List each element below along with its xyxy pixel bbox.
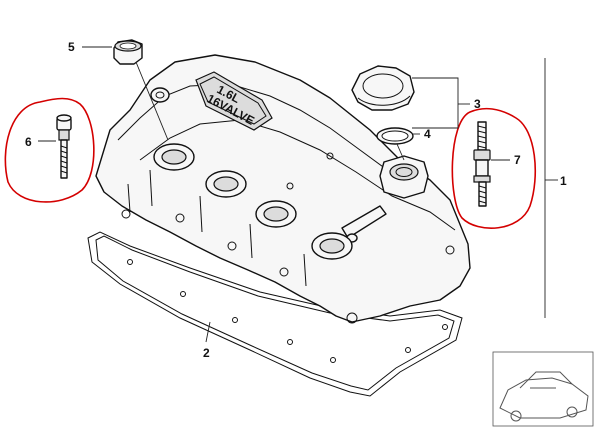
highlight-circle-part-7 bbox=[451, 107, 537, 229]
spark-plug-wells bbox=[153, 143, 353, 260]
seal-grommet bbox=[113, 39, 143, 65]
callout-3: 3 bbox=[474, 97, 481, 111]
callout-5: 5 bbox=[68, 40, 75, 54]
callout-7: 7 bbox=[514, 153, 521, 167]
stud-bolt-long bbox=[473, 121, 491, 207]
vehicle-thumbnail bbox=[492, 351, 594, 427]
oil-filler-cap bbox=[351, 65, 415, 111]
highlight-circle-part-6 bbox=[4, 97, 95, 203]
leader-lines bbox=[38, 46, 558, 343]
callout-2: 2 bbox=[203, 346, 210, 360]
valve-cover-gasket bbox=[87, 231, 463, 397]
callout-1: 1 bbox=[560, 174, 567, 188]
callout-6: 6 bbox=[25, 135, 32, 149]
stud-bolt bbox=[56, 114, 72, 179]
callout-labels: 5 6 3 4 7 1 2 bbox=[25, 40, 567, 360]
valve-cover: 1.6L 16VALVE bbox=[95, 54, 471, 324]
callout-4: 4 bbox=[424, 127, 431, 141]
o-ring bbox=[376, 127, 414, 145]
